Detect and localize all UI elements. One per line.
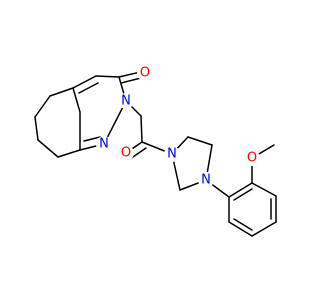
- piperazine-nitrogen-label: N: [167, 147, 177, 162]
- bond: [83, 136, 101, 142]
- bond: [251, 182, 277, 197]
- bond: [251, 221, 277, 237]
- ring-nitrogen-label: N: [99, 137, 109, 152]
- ring-nitrogen-label: N: [121, 94, 131, 109]
- ketone-oxygen-label: O: [140, 66, 150, 81]
- bond: [37, 139, 59, 158]
- bond: [34, 116, 39, 141]
- bond: [233, 188, 253, 201]
- methoxy-oxygen-label: O: [247, 151, 257, 166]
- atom-labels: O N N O N N O: [96, 65, 260, 188]
- bond: [34, 95, 51, 118]
- piperazine-nitrogen-label: N: [201, 173, 211, 188]
- bond: [95, 75, 120, 78]
- bond-lines: [34, 70, 277, 237]
- bond: [72, 75, 97, 89]
- bond: [228, 182, 253, 198]
- bond: [78, 82, 99, 94]
- bond: [57, 149, 81, 158]
- chemical-structure-diagram: O N N O N N O: [34, 65, 277, 237]
- bond: [140, 115, 143, 143]
- bond: [103, 100, 127, 145]
- bond: [72, 87, 81, 113]
- bond: [187, 136, 213, 146]
- amide-oxygen-label: O: [121, 146, 131, 161]
- bond: [49, 87, 74, 97]
- bond: [233, 218, 253, 231]
- bond: [228, 221, 253, 237]
